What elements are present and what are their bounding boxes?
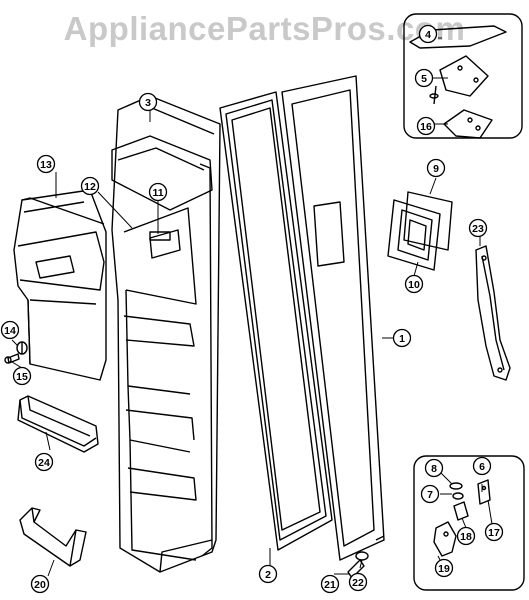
part-24-shelf-bin xyxy=(17,395,99,453)
part-22-hinge-bushing xyxy=(355,551,369,561)
callout-number: 6 xyxy=(479,461,485,473)
callout-16: 16 xyxy=(416,116,436,136)
callout-number: 17 xyxy=(488,527,500,539)
callout-number: 15 xyxy=(16,371,28,383)
callout-circle xyxy=(138,92,158,112)
callout-circle xyxy=(424,458,444,478)
part-2-door-gasket xyxy=(219,91,333,551)
callout-23: 23 xyxy=(468,218,488,238)
part-23-handle xyxy=(475,245,511,381)
part-15-screw xyxy=(4,353,20,364)
callout-circle xyxy=(472,456,492,476)
inset-hinge-parts xyxy=(403,13,523,139)
callout-circle xyxy=(468,218,488,238)
callout-number: 12 xyxy=(84,181,96,193)
callout-circle xyxy=(420,484,440,504)
callout-number: 11 xyxy=(152,187,163,199)
callout-number: 14 xyxy=(4,325,16,337)
part-7-bushing xyxy=(452,492,464,500)
callout-number: 13 xyxy=(40,159,52,171)
callout-circle xyxy=(258,564,278,584)
callout-24: 24 xyxy=(34,452,54,472)
callout-7: 7 xyxy=(420,484,440,504)
callout-number: 19 xyxy=(438,563,450,575)
callout-1: 1 xyxy=(392,328,412,348)
callout-circle xyxy=(0,320,20,340)
part-19-hinge xyxy=(433,521,457,557)
callout-circle xyxy=(34,452,54,472)
callout-2: 2 xyxy=(258,564,278,584)
callout-number: 24 xyxy=(38,457,50,469)
callout-8: 8 xyxy=(424,458,444,478)
callout-circle xyxy=(12,366,32,386)
callout-number: 23 xyxy=(472,223,484,235)
part-18-hinge-block xyxy=(453,501,469,521)
callout-3: 3 xyxy=(138,92,158,112)
callout-circle xyxy=(80,176,100,196)
callout-circle xyxy=(434,558,454,578)
callout-4: 4 xyxy=(418,24,438,44)
callout-circle xyxy=(320,574,340,594)
inset-hinge-hardware xyxy=(413,455,525,591)
part-14-knob xyxy=(16,341,28,355)
callout-number: 22 xyxy=(352,577,364,589)
part-21-hinge-pin xyxy=(347,559,365,579)
part-16-hinge-shim xyxy=(443,109,493,139)
callout-number: 16 xyxy=(420,121,432,133)
part-9-frame xyxy=(403,191,453,251)
callout-5: 5 xyxy=(414,68,434,88)
callout-circle xyxy=(30,574,50,594)
callout-circle xyxy=(484,522,504,542)
leader-lines xyxy=(11,37,493,577)
callout-9: 9 xyxy=(426,158,446,178)
callout-circle xyxy=(426,158,446,178)
part-3-door-liner xyxy=(111,95,221,573)
callout-circle xyxy=(392,328,412,348)
callout-number: 20 xyxy=(34,579,46,591)
callout-18: 18 xyxy=(456,526,476,546)
callout-number: 3 xyxy=(145,97,151,109)
callout-17: 17 xyxy=(484,522,504,542)
callout-6: 6 xyxy=(472,456,492,476)
callout-14: 14 xyxy=(0,320,20,340)
part-5-hinge-plate xyxy=(439,55,489,97)
part-1-outer-door xyxy=(281,75,385,561)
callout-15: 15 xyxy=(12,366,32,386)
part-8-washer xyxy=(449,482,463,490)
callout-number: 7 xyxy=(427,489,433,501)
callout-circle xyxy=(416,116,436,136)
callout-21: 21 xyxy=(320,574,340,594)
callout-12: 12 xyxy=(80,176,100,196)
callout-circle xyxy=(414,68,434,88)
watermark-text: AppliancePartsPros.com xyxy=(63,10,466,47)
callout-circle xyxy=(36,154,56,174)
callout-number: 21 xyxy=(324,579,336,591)
callout-number: 8 xyxy=(431,463,437,475)
callout-number: 5 xyxy=(421,73,427,85)
callout-number: 10 xyxy=(408,279,420,291)
hinge-pin xyxy=(433,85,437,105)
callout-circle xyxy=(404,274,424,294)
callout-11: 11 xyxy=(148,182,168,202)
callout-circle xyxy=(148,182,168,202)
callout-circle xyxy=(456,526,476,546)
callout-number: 9 xyxy=(433,163,439,175)
part-13-dispenser-cover xyxy=(13,189,107,381)
callout-19: 19 xyxy=(434,558,454,578)
callout-number: 1 xyxy=(399,333,405,345)
callout-circle xyxy=(348,572,368,592)
callout-number: 4 xyxy=(425,29,431,41)
part-10-trim xyxy=(387,199,441,271)
part-20-bracket xyxy=(19,507,87,567)
part-6-bracket xyxy=(477,479,491,505)
callout-number: 18 xyxy=(460,531,472,543)
callout-circle xyxy=(418,24,438,44)
callout-10: 10 xyxy=(404,274,424,294)
callout-20: 20 xyxy=(30,574,50,594)
callout-13: 13 xyxy=(36,154,56,174)
callout-number: 2 xyxy=(265,569,271,581)
callout-22: 22 xyxy=(348,572,368,592)
